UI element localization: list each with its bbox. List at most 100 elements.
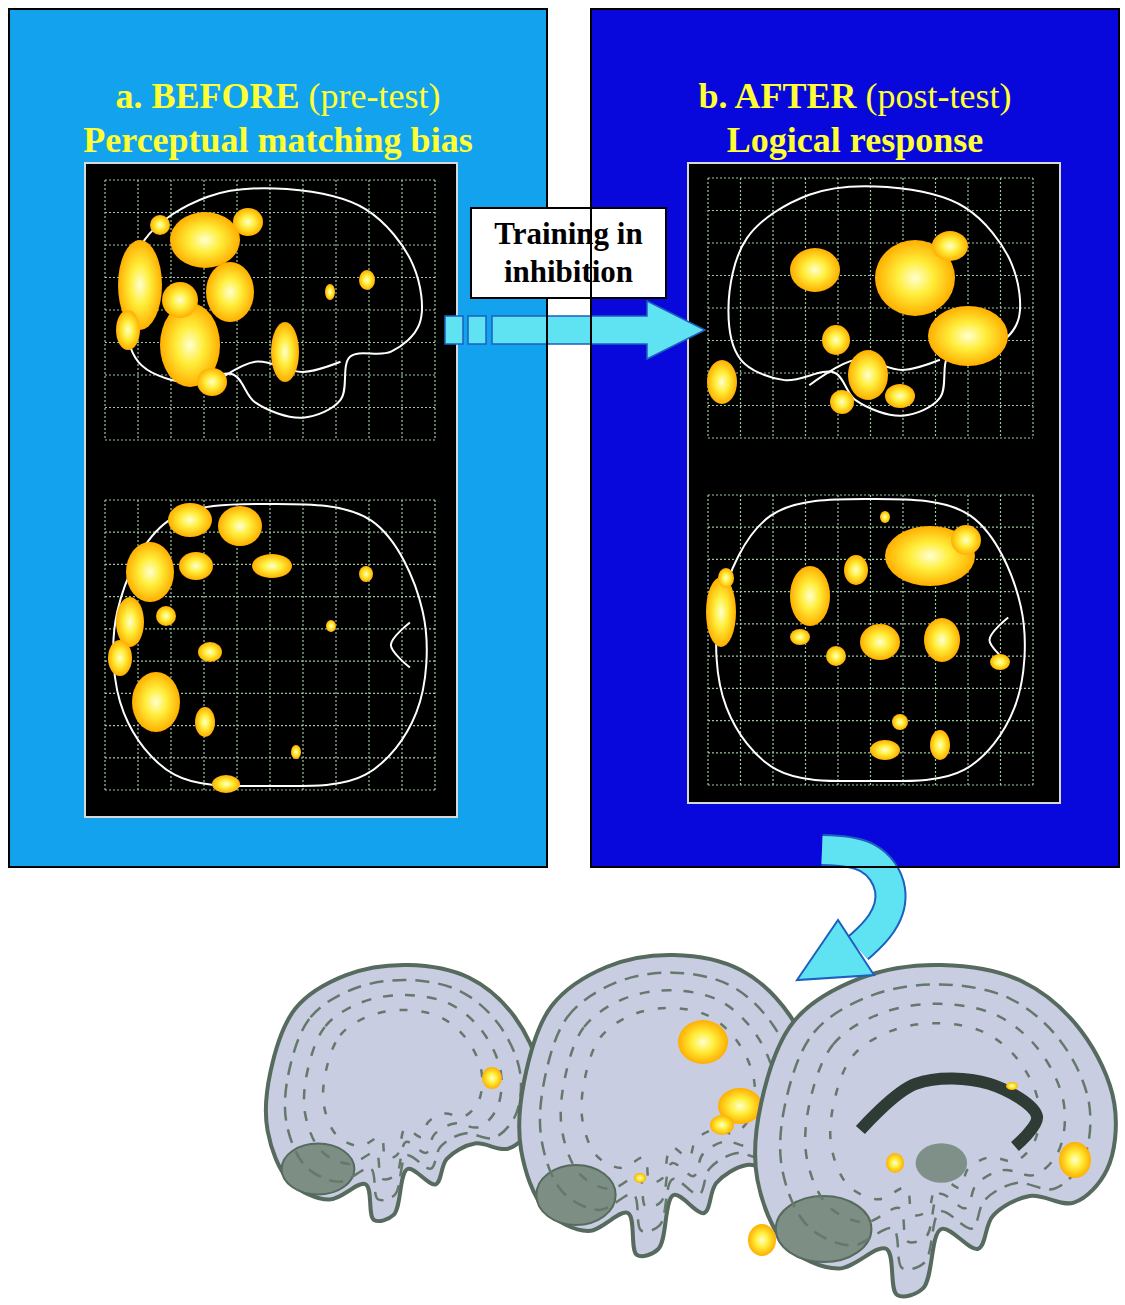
grid-line (104, 500, 105, 790)
sulcus (830, 1023, 1039, 1215)
activation-blob (252, 554, 292, 578)
activation-blob (162, 282, 198, 318)
corpus-callosum (860, 1078, 1037, 1146)
panel-heading: b. AFTER (post-test) (592, 74, 1118, 118)
grid-line (401, 500, 402, 790)
heading-part: b. AFTER (698, 76, 856, 116)
activation-blob (790, 566, 830, 626)
sulcus (780, 984, 1090, 1269)
panel-subheading: Perceptual matching bias (10, 118, 546, 162)
activation-blob (951, 525, 981, 555)
heading-part: a. BEFORE (116, 76, 300, 116)
slice-outline (755, 965, 1116, 1296)
grid-line (708, 623, 1033, 624)
grid-line (708, 242, 1033, 243)
activation-blob (826, 646, 846, 666)
activation-blob (932, 231, 968, 261)
brain-outline (126, 188, 422, 418)
activation-blob (271, 322, 299, 382)
process-box: Training in inhibition (470, 207, 667, 299)
brain-outline (728, 186, 1020, 416)
grid-line (708, 275, 1033, 276)
grid-line (105, 757, 435, 758)
activation-blob (790, 248, 840, 292)
result-panel: a. BEFORE (pre-test)Perceptual matching … (8, 8, 548, 868)
grid-line (708, 405, 1033, 406)
activation-blob (1006, 1082, 1018, 1090)
box-label: Training in inhibition (480, 215, 657, 291)
activation-blob (880, 511, 890, 523)
activation-blob (132, 672, 180, 732)
sulcus (304, 995, 502, 1179)
grid-line (434, 500, 435, 790)
activation-blob (291, 745, 301, 759)
activation-blob (748, 1224, 776, 1256)
activation-blob (892, 714, 908, 730)
cerebellum (776, 1196, 872, 1262)
panel-subheading: Logical response (592, 118, 1118, 162)
activation-blob (116, 597, 144, 647)
grid (708, 495, 1033, 785)
grid-line (105, 628, 435, 629)
activation-blob (179, 552, 213, 580)
activation-blob (168, 503, 212, 537)
grid (105, 180, 435, 440)
activation-blob (126, 542, 174, 602)
grid-line (708, 688, 1033, 689)
arrow-dash (468, 316, 486, 344)
heading-part: (pre-test) (300, 76, 441, 116)
grid-line (708, 307, 1033, 308)
grid-line (170, 500, 171, 790)
sulcus (323, 1010, 482, 1159)
activation-blob (860, 624, 900, 660)
activation-blob (150, 215, 170, 235)
grid-line (105, 407, 435, 408)
activation-blob (886, 1153, 904, 1173)
activation-blob (848, 350, 888, 400)
result-panel: b. AFTER (post-test)Logical response (590, 8, 1120, 868)
brain-slice (266, 965, 541, 1221)
activation-blob (325, 284, 335, 300)
activation-blob (206, 262, 254, 322)
grid-line (302, 500, 303, 790)
grid-line (708, 591, 1033, 592)
cerebellum (536, 1165, 615, 1225)
activation-blob (830, 390, 854, 414)
brain-slice (755, 965, 1116, 1296)
grid-line (837, 495, 838, 785)
activation-blob (870, 740, 900, 760)
activation-blob (710, 1115, 734, 1135)
image-frame (688, 163, 1060, 803)
thalamus (916, 1143, 968, 1183)
activation-blob (822, 325, 850, 355)
grid-line (137, 500, 138, 790)
grid-line (269, 500, 270, 790)
panel-heading: a. BEFORE (pre-test) (10, 74, 546, 118)
activation-blob (482, 1067, 502, 1089)
grid-line (772, 495, 773, 785)
grid-line (335, 500, 336, 790)
grid-line (105, 661, 435, 662)
curved-arrow-head (797, 920, 874, 980)
activation-blob (108, 640, 132, 676)
activation-blob (359, 566, 373, 582)
activation-blob (116, 310, 140, 350)
grid (105, 500, 435, 790)
grid-line (740, 495, 741, 785)
activation-blob (326, 620, 336, 632)
grid-line (105, 179, 435, 180)
grid-line (1000, 495, 1001, 785)
activation-blob (707, 360, 737, 404)
activation-blob (1059, 1142, 1091, 1178)
sulcus (561, 990, 776, 1207)
grid-line (707, 495, 708, 785)
activation-blob (233, 208, 263, 236)
cerebellum (282, 1144, 355, 1195)
grid-line (105, 439, 435, 440)
activation-blob (197, 368, 227, 396)
glass-brain-image (688, 163, 1060, 803)
grid-line (708, 559, 1033, 560)
